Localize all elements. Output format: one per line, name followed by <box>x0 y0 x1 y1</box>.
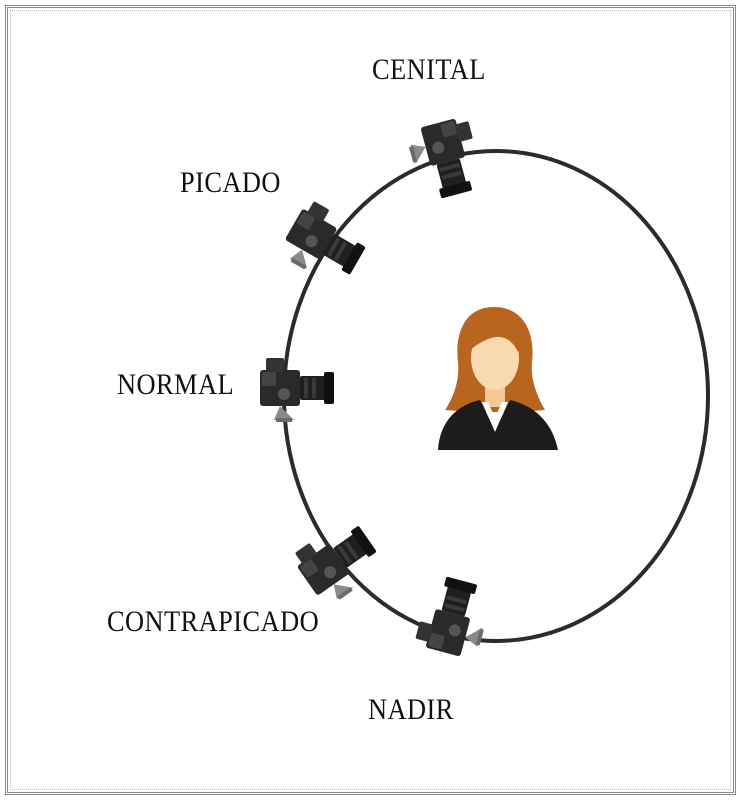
label-nadir: NADIR <box>368 693 454 726</box>
label-cenital: CENITAL <box>372 53 486 86</box>
diagram-frame <box>5 5 736 795</box>
woman-avatar-icon <box>438 307 558 450</box>
label-picado: PICADO <box>180 166 281 199</box>
label-normal: NORMAL <box>117 368 235 401</box>
camera-nadir-icon <box>413 572 495 661</box>
camera-cenital-icon <box>404 115 486 204</box>
camera-normal-icon <box>260 358 334 422</box>
label-contrapicado: CONTRAPICADO <box>107 605 320 638</box>
